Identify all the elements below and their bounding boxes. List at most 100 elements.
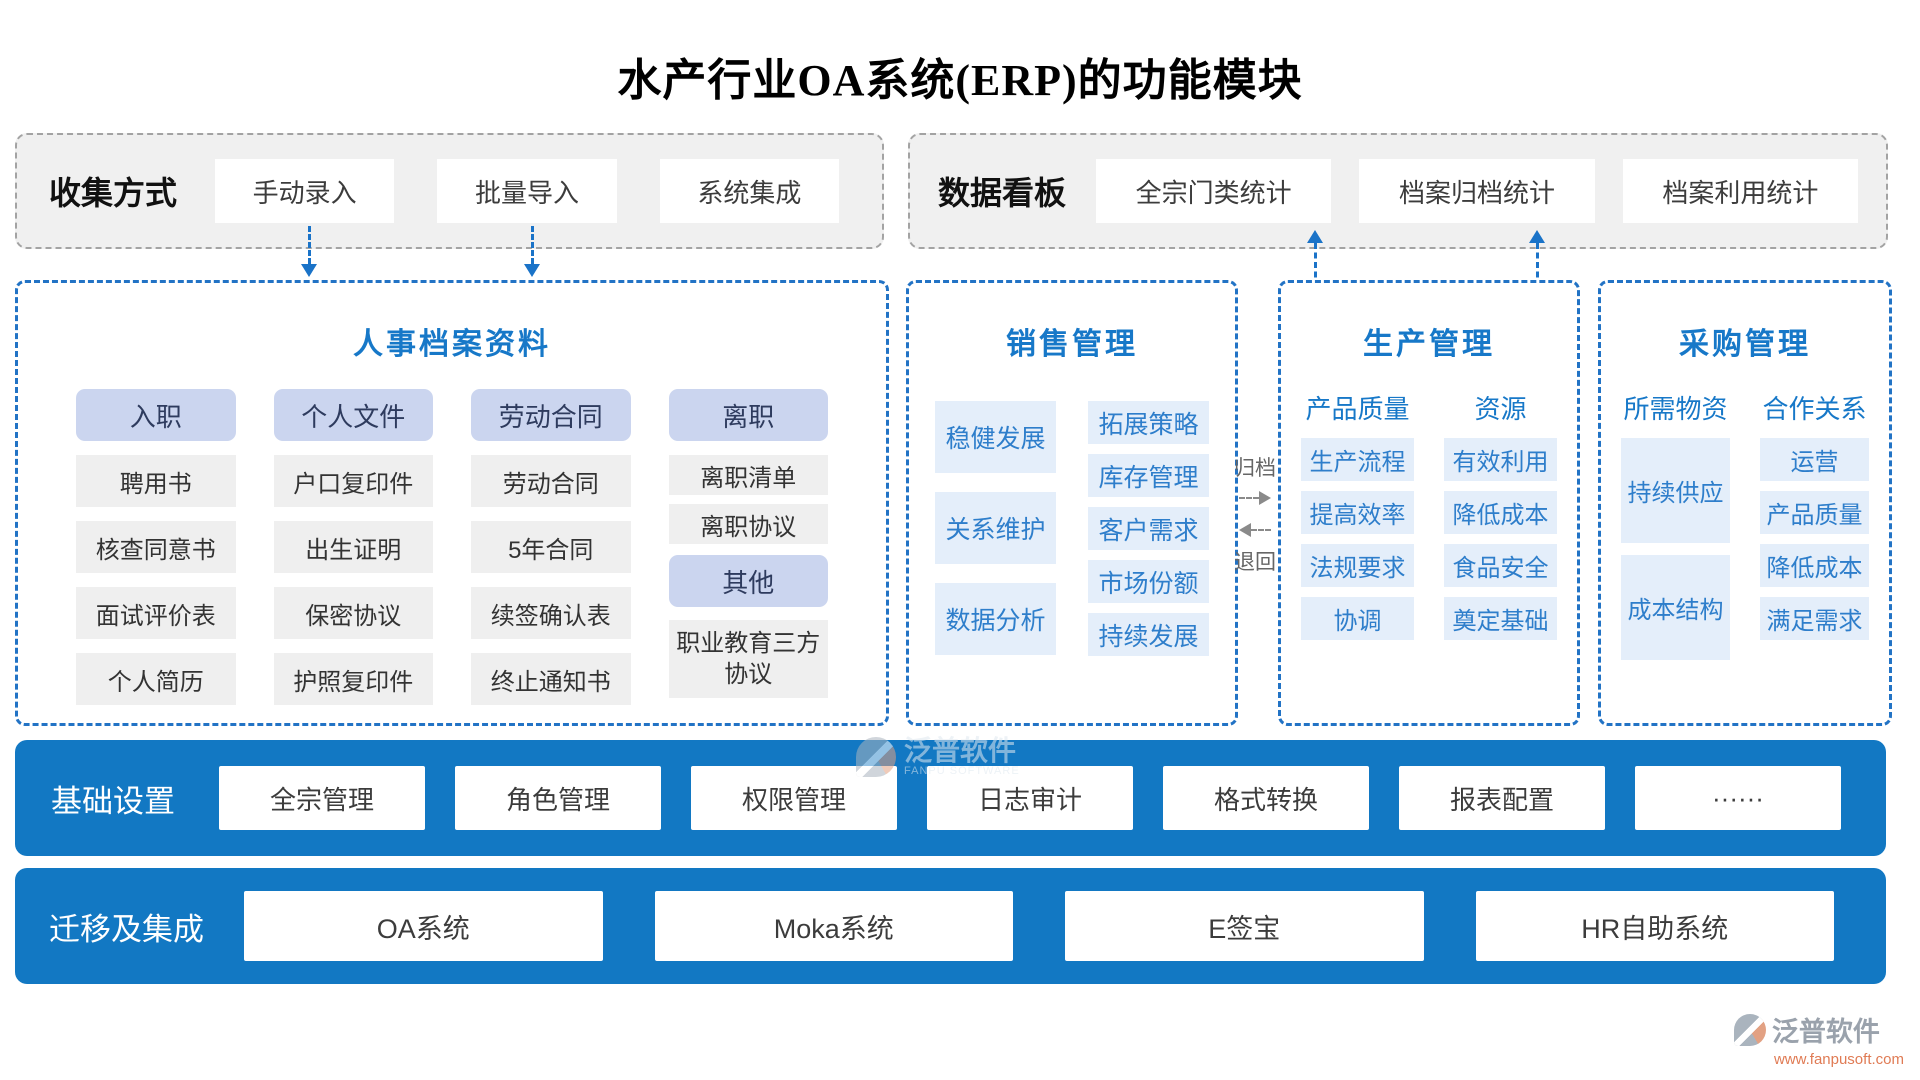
procurement-columns: 所需物资 持续供应 成本结构 合作关系 运营 产品质量 降低成本 满足需求 — [1621, 389, 1869, 672]
migration-item-moka-system: Moka系统 — [654, 891, 1013, 961]
procurement-management-module: 采购管理 所需物资 持续供应 成本结构 合作关系 运营 产品质量 降低成本 满足… — [1598, 280, 1892, 726]
sales-column-left: 稳健发展 关系维护 数据分析 — [935, 401, 1056, 674]
migration-item-esign: E签宝 — [1065, 891, 1424, 961]
dashboard-item-archive-usage-stats: 档案利用统计 — [1622, 159, 1858, 223]
data-dashboard-label: 数据看板 — [938, 175, 1067, 211]
personnel-column-labor-contract: 劳动合同 劳动合同 5年合同 续签确认表 终止通知书 — [471, 389, 631, 719]
list-item: 户口复印件 — [273, 455, 433, 507]
column-header: 资源 — [1474, 394, 1527, 424]
production-management-module: 生产管理 产品质量 生产流程 提高效率 法规要求 协调 资源 有效利用 降低成本… — [1278, 280, 1580, 726]
list-item: 5年合同 — [471, 521, 631, 573]
list-item: 续签确认表 — [471, 587, 631, 639]
dashboard-item-archive-filing-stats: 档案归档统计 — [1359, 159, 1595, 223]
migration-integration-bar: 迁移及集成 OA系统 Moka系统 E签宝 HR自助系统 — [15, 868, 1886, 984]
list-item: 降低成本 — [1760, 544, 1869, 587]
list-item: 满足需求 — [1760, 597, 1869, 640]
list-item: 保密协议 — [273, 587, 433, 639]
sales-columns: 稳健发展 关系维护 数据分析 拓展策略 库存管理 客户需求 市场份额 持续发展 — [935, 401, 1209, 674]
list-item: 市场份额 — [1088, 560, 1209, 603]
procurement-management-title: 采购管理 — [1679, 328, 1811, 361]
list-item: 劳动合同 — [471, 455, 631, 507]
list-item: 库存管理 — [1088, 454, 1209, 497]
list-item: 个人简历 — [76, 653, 236, 705]
page-title: 水产行业OA系统(ERP)的功能模块 — [617, 56, 1303, 105]
list-item: 核查同意书 — [76, 521, 236, 573]
basic-item-report-config: 报表配置 — [1399, 766, 1605, 830]
list-item: 运营 — [1760, 438, 1869, 481]
list-item: 出生证明 — [273, 521, 433, 573]
list-item: 降低成本 — [1444, 491, 1557, 534]
archive-arrow-right-icon — [1239, 491, 1271, 505]
migration-integration-label: 迁移及集成 — [49, 911, 204, 947]
personnel-archives-title: 人事档案资料 — [353, 328, 551, 361]
list-item: 成本结构 — [1621, 555, 1730, 660]
watermark-url: www.fanpusoft.com — [1773, 1051, 1904, 1068]
column-header: 个人文件 — [273, 389, 433, 441]
basic-item-role-management: 角色管理 — [455, 766, 661, 830]
personnel-columns: 入职 聘用书 核查同意书 面试评价表 个人简历 个人文件 户口复印件 出生证明 … — [76, 389, 828, 719]
dashboard-item-fonds-category-stats: 全宗门类统计 — [1096, 159, 1332, 223]
list-item: 生产流程 — [1301, 438, 1414, 481]
column-header: 劳动合同 — [471, 389, 631, 441]
list-item: 护照复印件 — [273, 653, 433, 705]
migration-item-oa-system: OA系统 — [244, 891, 603, 961]
column-header: 合作关系 — [1762, 394, 1867, 424]
collection-methods-label: 收集方式 — [49, 175, 178, 211]
migration-item-hr-selfservice: HR自助系统 — [1475, 891, 1834, 961]
list-item: 面试评价表 — [76, 587, 236, 639]
list-item: 提高效率 — [1301, 491, 1414, 534]
list-item: 拓展策略 — [1088, 401, 1209, 444]
list-item: 职业教育三方协议 — [668, 620, 828, 698]
production-management-title: 生产管理 — [1363, 328, 1495, 361]
personnel-column-personal-files: 个人文件 户口复印件 出生证明 保密协议 护照复印件 — [273, 389, 433, 719]
data-dashboard-group: 数据看板 全宗门类统计 档案归档统计 档案利用统计 — [908, 133, 1888, 249]
basic-item-ellipsis: ······ — [1635, 766, 1841, 830]
column-header: 离职 — [668, 389, 828, 441]
personnel-column-onboarding: 入职 聘用书 核查同意书 面试评价表 个人简历 — [76, 389, 236, 719]
archive-label: 归档 — [1234, 457, 1276, 480]
list-item: 协调 — [1301, 597, 1414, 640]
collection-item-manual-entry: 手动录入 — [215, 159, 395, 223]
procurement-column-materials: 所需物资 持续供应 成本结构 — [1621, 389, 1730, 672]
basic-item-fonds-management: 全宗管理 — [219, 766, 425, 830]
list-item: 客户需求 — [1088, 507, 1209, 550]
return-label: 退回 — [1234, 551, 1276, 574]
column-header: 所需物资 — [1623, 394, 1728, 424]
sales-management-module: 销售管理 稳健发展 关系维护 数据分析 拓展策略 库存管理 客户需求 市场份额 … — [906, 280, 1238, 726]
column-header: 产品质量 — [1305, 394, 1410, 424]
list-item: 数据分析 — [935, 583, 1056, 655]
column-header-other: 其他 — [668, 555, 828, 607]
list-item: 稳健发展 — [935, 401, 1056, 473]
list-item: 有效利用 — [1444, 438, 1557, 481]
list-item: 持续供应 — [1621, 438, 1730, 543]
list-item: 离职清单 — [668, 455, 828, 495]
list-item: 食品安全 — [1444, 544, 1557, 587]
archive-return-flow: 归档 退回 — [1232, 452, 1278, 576]
basic-item-format-conversion: 格式转换 — [1163, 766, 1369, 830]
procurement-column-partnership: 合作关系 运营 产品质量 降低成本 满足需求 — [1760, 389, 1869, 672]
list-item: 产品质量 — [1760, 491, 1869, 534]
list-item: 奠定基础 — [1444, 597, 1557, 640]
production-columns: 产品质量 生产流程 提高效率 法规要求 协调 资源 有效利用 降低成本 食品安全… — [1301, 389, 1557, 650]
sales-column-right: 拓展策略 库存管理 客户需求 市场份额 持续发展 — [1088, 401, 1209, 674]
watermark-brand: 泛普软件 — [1771, 1017, 1880, 1047]
fanpu-watermark-corner: 泛普软件 www.fanpusoft.com — [1733, 1010, 1904, 1068]
list-item: 聘用书 — [76, 455, 236, 507]
list-item: 法规要求 — [1301, 544, 1414, 587]
list-item: 持续发展 — [1088, 613, 1209, 656]
fanpu-logo-icon — [1733, 1013, 1766, 1046]
list-item: 离职协议 — [668, 504, 828, 544]
production-column-resources: 资源 有效利用 降低成本 食品安全 奠定基础 — [1444, 389, 1557, 650]
list-item: 关系维护 — [935, 492, 1056, 564]
collection-methods-group: 收集方式 手动录入 批量导入 系统集成 — [15, 133, 884, 249]
basic-settings-label: 基础设置 — [51, 783, 175, 819]
return-arrow-left-icon — [1239, 523, 1271, 537]
personnel-column-resignation: 离职 离职清单 离职协议 其他 职业教育三方协议 — [668, 389, 828, 719]
basic-settings-bar: 基础设置 全宗管理 角色管理 权限管理 日志审计 格式转换 报表配置 ·····… — [15, 740, 1886, 856]
personnel-archives-module: 人事档案资料 入职 聘用书 核查同意书 面试评价表 个人简历 个人文件 户口复印… — [15, 280, 889, 726]
basic-item-permission-management: 权限管理 — [691, 766, 897, 830]
collection-item-batch-import: 批量导入 — [437, 159, 617, 223]
collection-item-system-integration: 系统集成 — [659, 159, 839, 223]
list-item: 终止通知书 — [471, 653, 631, 705]
